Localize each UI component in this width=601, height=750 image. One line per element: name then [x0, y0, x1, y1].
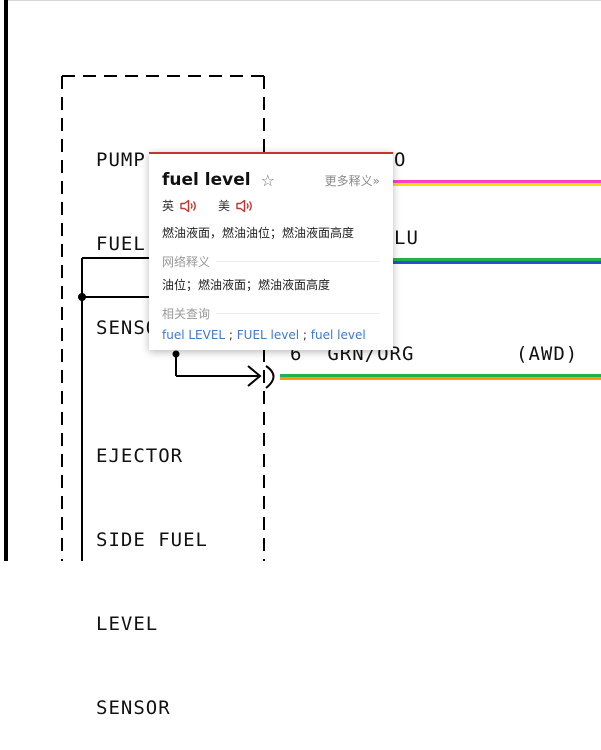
- ejector-sensor-label: EJECTOR SIDE FUEL LEVEL SENSOR: [96, 386, 208, 750]
- junction-dot-lower: [172, 350, 180, 358]
- wire-1-label: O: [394, 149, 407, 171]
- pron-us-label: 美: [218, 199, 231, 213]
- web-section-title-text: 网络释义: [162, 255, 211, 269]
- ejector-label-line-4: SENSOR: [96, 697, 171, 719]
- pron-uk-label: 英: [162, 199, 175, 213]
- ejector-label-line-2: SIDE FUEL: [96, 529, 208, 551]
- pronunciation-row: 英 美: [162, 197, 380, 214]
- junction-dot: [78, 293, 86, 301]
- related-separator: ;: [299, 328, 311, 342]
- wire-2: [280, 258, 601, 264]
- connector-bracket: [265, 365, 275, 389]
- wire-3-note: (AWD): [516, 343, 579, 365]
- related-link[interactable]: FUEL level: [236, 328, 300, 342]
- related-links: fuel LEVEL ; FUEL level ; fuel level: [162, 328, 380, 342]
- popup-definition: 燃油液面，燃油油位；燃油液面高度: [162, 226, 355, 240]
- related-link[interactable]: fuel LEVEL: [162, 328, 226, 342]
- web-definition: 油位；燃油液面；燃油液面高度: [162, 278, 331, 292]
- ejector-label-line-1: EJECTOR: [96, 445, 184, 467]
- related-separator: ;: [225, 328, 237, 342]
- related-link[interactable]: fuel level: [310, 328, 366, 342]
- left-border-line: [4, 0, 8, 561]
- sensor-internal-wiring: [81, 257, 262, 561]
- wire-1: [280, 180, 601, 186]
- related-section-title-text: 相关查询: [162, 307, 211, 321]
- popup-word: fuel level: [162, 170, 251, 190]
- wire-3: [280, 374, 601, 380]
- dictionary-popup: fuel level ☆ 更多释义» 英 美 燃油液面，燃油油位；燃油液面高度 …: [149, 152, 393, 350]
- wire-2-label: LU: [394, 227, 419, 249]
- star-outline-icon[interactable]: ☆: [260, 170, 275, 190]
- related-section-title: 相关查询: [162, 305, 380, 322]
- popup-header: fuel level ☆ 更多释义»: [162, 168, 380, 192]
- speaker-icon[interactable]: [236, 199, 254, 213]
- ejector-label-line-3: LEVEL: [96, 613, 159, 635]
- web-section-title: 网络释义: [162, 253, 380, 270]
- wiring-diagram: [4, 0, 601, 561]
- more-definitions-link[interactable]: 更多释义»: [324, 173, 380, 188]
- speaker-icon[interactable]: [180, 199, 198, 213]
